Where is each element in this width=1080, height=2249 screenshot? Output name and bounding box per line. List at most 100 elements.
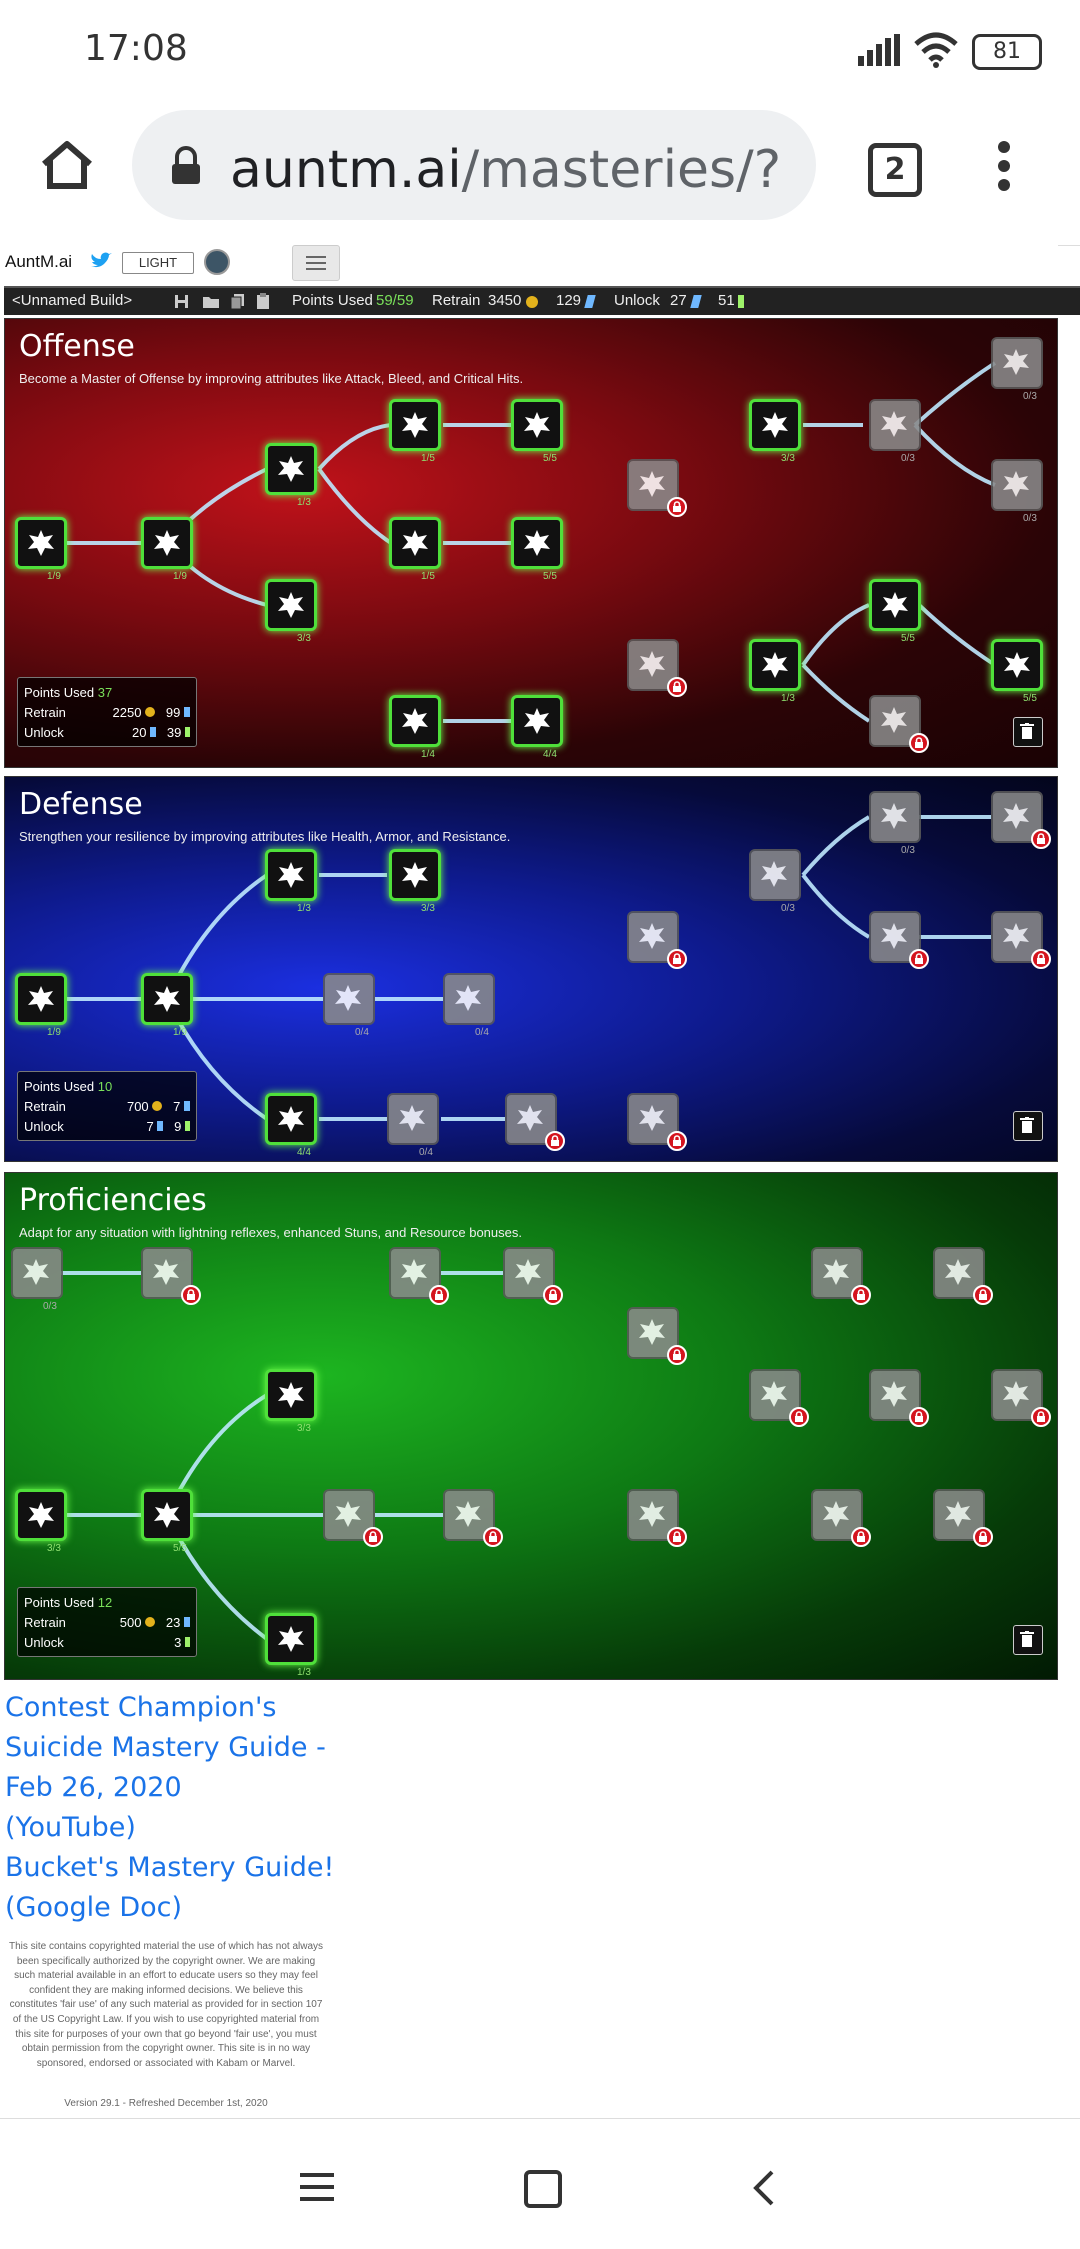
- points-label: Points Used: [24, 1594, 95, 1610]
- system-nav-bar: [0, 2118, 1080, 2249]
- mastery-node-petrify[interactable]: [265, 1369, 317, 1421]
- mastery-node-collar-tech[interactable]: [869, 399, 921, 451]
- mastery-rank: 5/5: [1023, 693, 1037, 704]
- mastery-node-salve[interactable]: [15, 973, 67, 1025]
- mastery-node-despair[interactable]: [749, 849, 801, 901]
- mastery-node-parry[interactable]: [265, 1613, 317, 1665]
- mastery-node-poison-immunity[interactable]: [869, 791, 921, 843]
- mastery-node-enhanced-fury[interactable]: [511, 695, 563, 747]
- mastery-node-collar-shield[interactable]: [869, 911, 921, 963]
- mastery-node-strength[interactable]: [15, 517, 67, 569]
- offense-panel: Offense Become a Master of Offense by im…: [4, 318, 1058, 768]
- mastery-node-coagulate[interactable]: [443, 973, 495, 1025]
- mastery-node-xp-1[interactable]: [11, 1247, 63, 1299]
- mastery-node-inequity[interactable]: [627, 911, 679, 963]
- mastery-node-assassin[interactable]: [265, 443, 317, 495]
- mastery-node-resource-2[interactable]: [933, 1247, 985, 1299]
- mastery-node-deep-cuts[interactable]: [749, 399, 801, 451]
- mastery-node-cruelty[interactable]: [511, 399, 563, 451]
- mastery-point-icon: [185, 1120, 190, 1131]
- lock-icon: [909, 1407, 929, 1427]
- retrain-gold: 2250: [112, 704, 142, 720]
- mastery-node-block-proficiency[interactable]: [265, 1093, 317, 1145]
- avatar[interactable]: [204, 249, 230, 275]
- mastery-node-pierce[interactable]: [389, 517, 441, 569]
- folder-icon[interactable]: [202, 294, 220, 314]
- hamburger-menu-button[interactable]: [292, 245, 340, 281]
- wifi-icon: [914, 32, 958, 73]
- build-bar: <Unnamed Build> Points Used 59/59 Retrai…: [4, 286, 1080, 315]
- retrain-label: Retrain: [24, 1614, 66, 1630]
- mastery-node-deep-wounds[interactable]: [265, 579, 317, 631]
- retrain-units: 7: [173, 1098, 181, 1114]
- mastery-node-xp-2[interactable]: [141, 1247, 193, 1299]
- unlock-label: Unlock: [24, 724, 64, 740]
- copy-icon[interactable]: [230, 293, 245, 314]
- mastery-node-glass-cannon[interactable]: [869, 579, 921, 631]
- lock-icon: [851, 1285, 871, 1305]
- mastery-rank: 5/5: [543, 453, 557, 464]
- points-value: 10: [97, 1078, 113, 1094]
- reset-trash-button[interactable]: [1013, 1625, 1043, 1655]
- proficiencies-description: Adapt for any situation with lightning r…: [19, 1225, 522, 1240]
- offense-description: Become a Master of Offense by improving …: [19, 371, 524, 386]
- mastery-node-greater-strength[interactable]: [141, 517, 193, 569]
- mastery-node-eye[interactable]: [627, 1489, 679, 1541]
- offense-connections: [63, 361, 997, 723]
- mastery-node-willpower[interactable]: [265, 849, 317, 901]
- twitter-icon[interactable]: [90, 252, 112, 275]
- mastery-rank: 0/4: [475, 1027, 489, 1038]
- mastery-node-mystic-dispersion[interactable]: [15, 1489, 67, 1541]
- more-options-icon[interactable]: [994, 140, 1014, 197]
- status-time: 17:08: [84, 28, 188, 69]
- mastery-node-mutagenesis[interactable]: [627, 459, 679, 511]
- mastery-node-pure-skill[interactable]: [141, 1489, 193, 1541]
- mastery-node-recovery[interactable]: [141, 973, 193, 1025]
- unlock-points: 39: [166, 724, 182, 740]
- mastery-point-icon: [738, 295, 744, 308]
- home-icon[interactable]: [40, 140, 94, 195]
- mastery-point-icon: [185, 726, 190, 737]
- defense-connections: [63, 815, 991, 1121]
- reset-trash-button[interactable]: [1013, 717, 1043, 747]
- recent-apps-icon[interactable]: [300, 2172, 334, 2207]
- mastery-node-liquid-courage[interactable]: [991, 459, 1043, 511]
- mastery-rank: 1/9: [173, 571, 187, 582]
- guide-link-bucket[interactable]: Bucket's Mastery Guide!(Google Doc): [5, 1852, 335, 1923]
- mastery-node-suicide[interactable]: [991, 639, 1043, 691]
- mastery-node-lightning-shield[interactable]: [323, 973, 375, 1025]
- mastery-node-regeneration[interactable]: [389, 849, 441, 901]
- save-icon[interactable]: [174, 294, 189, 314]
- mastery-node-double-edge[interactable]: [749, 639, 801, 691]
- mastery-rank: 4/4: [543, 749, 557, 760]
- tab-switcher-button[interactable]: 2: [868, 143, 922, 197]
- gold-icon: [152, 1100, 163, 1111]
- address-bar[interactable]: [132, 110, 816, 220]
- mastery-rank: 0/3: [901, 453, 915, 464]
- build-name[interactable]: <Unnamed Build>: [12, 292, 133, 309]
- lock-icon: [483, 1527, 503, 1547]
- reset-trash-button[interactable]: [1013, 1111, 1043, 1141]
- mastery-node-greater-pierce[interactable]: [511, 517, 563, 569]
- mastery-rank: 1/9: [47, 571, 61, 582]
- lock-icon: [909, 949, 929, 969]
- mastery-node-extended-fury[interactable]: [389, 695, 441, 747]
- retrain-gold: 700: [126, 1098, 149, 1114]
- mastery-rank: 1/4: [421, 749, 435, 760]
- url-text[interactable]: auntm.ai/masteries/?: [230, 140, 782, 200]
- mastery-rank: 0/4: [419, 1147, 433, 1158]
- lock-icon: [1031, 949, 1051, 969]
- mastery-node-recoil[interactable]: [991, 337, 1043, 389]
- lock-icon: [1031, 1407, 1051, 1427]
- home-nav-icon[interactable]: [524, 2170, 562, 2208]
- clipboard-icon[interactable]: [256, 293, 270, 314]
- lock-icon: [363, 1527, 383, 1547]
- site-logo[interactable]: AuntM.ai: [5, 252, 73, 271]
- mastery-rank: 5/5: [543, 571, 557, 582]
- build-retrain-gold: 3450: [488, 292, 522, 309]
- mastery-node-block-proficiency-2[interactable]: [387, 1093, 439, 1145]
- mastery-node-precision[interactable]: [389, 399, 441, 451]
- theme-toggle-button[interactable]: LIGHT: [122, 252, 194, 274]
- back-icon[interactable]: [752, 2170, 776, 2211]
